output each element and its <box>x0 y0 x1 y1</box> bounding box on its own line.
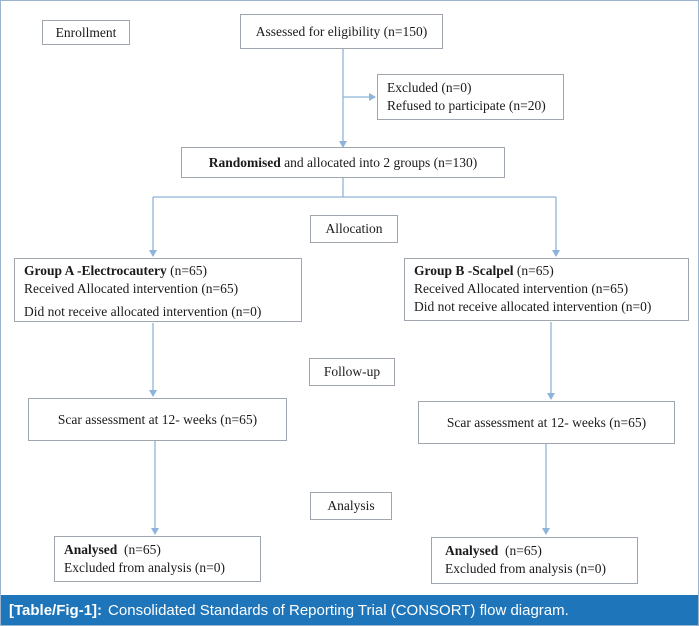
caption-label: [Table/Fig-1]: <box>9 601 103 619</box>
stage-enrollment-label: Enrollment <box>55 24 117 40</box>
group-a-not-received: Did not receive allocated intervention (… <box>24 304 262 319</box>
group-b-title: Group B -Scalpel (n=65) <box>414 262 688 280</box>
analysed-a-title: Analysed (n=65) <box>64 541 260 559</box>
group-a-title: Group A -Electrocautery (n=65) <box>24 262 301 280</box>
analysed-a-rest: (n=65) <box>117 542 161 557</box>
group-b-title-bold: Group B -Scalpel <box>414 263 514 278</box>
randomised-text: Randomised and allocated into 2 groups (… <box>209 154 478 172</box>
stage-allocation-label: Allocation <box>325 221 383 236</box>
group-b-received: Received Allocated intervention (n=65) <box>414 281 629 296</box>
scar-assessment-a-text: Scar assessment at 12- weeks (n=65) <box>57 411 258 427</box>
excluded-text: Excluded (n=0) <box>387 80 472 95</box>
assessed-text: Assessed for eligibility (n=150) <box>255 23 428 39</box>
stage-analysis-label: Analysis <box>327 498 375 513</box>
group-b-title-rest: (n=65) <box>513 263 554 278</box>
refused-text: Refused to participate (n=20) <box>387 98 546 113</box>
connector-lines <box>149 49 560 535</box>
group-a-box: Group A -Electrocautery (n=65) Received … <box>14 258 302 322</box>
randomised-bold: Randomised <box>208 154 281 170</box>
figure-caption: [Table/Fig-1]: Consolidated Standards of… <box>1 595 698 625</box>
excluded-box: Excluded (n=0) Refused to participate (n… <box>377 74 564 120</box>
group-b-box: Group B -Scalpel (n=65) Received Allocat… <box>404 258 689 321</box>
randomised-box: Randomised and allocated into 2 groups (… <box>181 147 505 178</box>
analysed-b-rest: (n=65) <box>498 543 542 558</box>
analysed-b-title: Analysed (n=65) <box>445 542 637 560</box>
assessed-box: Assessed for eligibility (n=150) <box>240 14 443 49</box>
caption-text: Consolidated Standards of Reporting Tria… <box>108 601 569 619</box>
scar-assessment-a-box: Scar assessment at 12- weeks (n=65) <box>28 398 287 441</box>
stage-follow-up-label: Follow-up <box>323 364 381 379</box>
analysed-b-excluded: Excluded from analysis (n=0) <box>445 561 606 576</box>
analysed-a-excluded: Excluded from analysis (n=0) <box>64 560 225 575</box>
analysed-b-box: Analysed (n=65) Excluded from analysis (… <box>431 537 638 584</box>
scar-assessment-b-text: Scar assessment at 12- weeks (n=65) <box>446 414 647 430</box>
stage-analysis: Analysis <box>310 492 392 520</box>
group-a-title-rest: (n=65) <box>166 263 207 278</box>
analysed-a-bold: Analysed <box>64 542 118 557</box>
randomised-rest: and allocated into 2 groups (n=130) <box>280 154 478 170</box>
group-b-not-received: Did not receive allocated intervention (… <box>414 299 652 314</box>
group-a-title-bold: Group A -Electrocautery <box>24 263 167 278</box>
analysed-b-bold: Analysed <box>445 543 499 558</box>
stage-allocation: Allocation <box>310 215 398 243</box>
stage-enrollment: Enrollment <box>42 20 130 45</box>
analysed-a-box: Analysed (n=65) Excluded from analysis (… <box>54 536 261 582</box>
group-a-received: Received Allocated intervention (n=65) <box>24 281 239 296</box>
scar-assessment-b-box: Scar assessment at 12- weeks (n=65) <box>418 401 675 444</box>
stage-follow-up: Follow-up <box>309 358 395 386</box>
